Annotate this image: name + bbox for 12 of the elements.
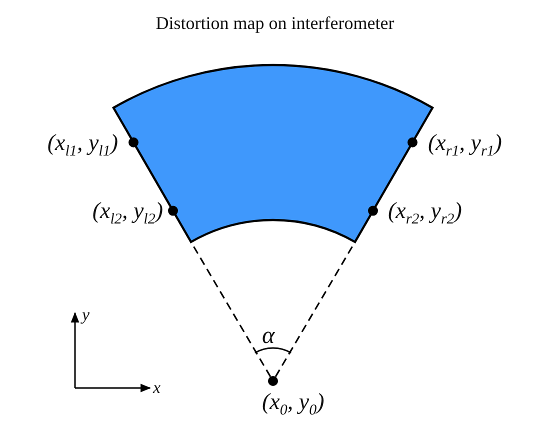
diagram-title: Distortion map on interferometer [154,14,396,32]
point-label: (x$_{r1}$, y$_{r1}$) [428,130,502,160]
angle-label: α [262,324,275,348]
point-dot [408,137,418,148]
axis-label: x [153,379,161,396]
point-dot [268,376,278,386]
point-label: (x$_{r2}$, y$_{r2}$) [388,198,462,228]
axis-label: y [82,306,90,323]
point-label: (x$_{l1}$, y$_{l1}$) [47,130,118,160]
point-label: (x$_{0}$, y$_{0}$) [262,390,324,418]
point-label: (x$_{l2}$, y$_{l2}$) [92,198,163,228]
point-dot [128,137,138,148]
